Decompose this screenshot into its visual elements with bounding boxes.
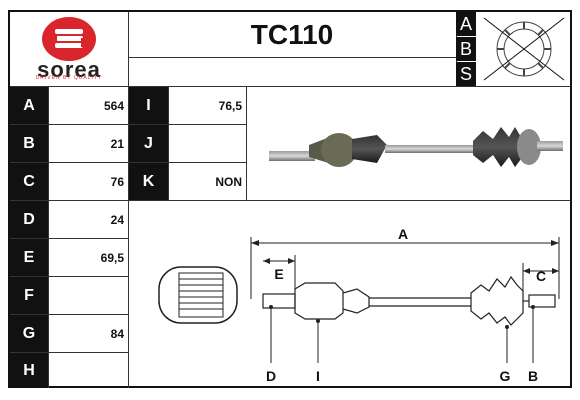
dim-label-c: C (536, 268, 546, 284)
spec-value-i: 76,5 (218, 98, 242, 113)
divider (128, 162, 246, 163)
spec-label-a: A (10, 87, 48, 124)
spec-value-j (169, 125, 246, 162)
divider (10, 314, 128, 315)
dim-label-d: D (266, 368, 276, 384)
divider (10, 276, 128, 277)
spec-value-h (49, 353, 128, 388)
dimension-diagram: A E C D I G B (129, 201, 570, 388)
spec-value-a: 564 (103, 98, 124, 113)
dim-label-a: A (398, 226, 408, 242)
divider (128, 124, 246, 125)
spec-value-b: 21 (110, 136, 124, 151)
spline-end-view-icon (158, 266, 238, 324)
spec-value-k: NON (215, 174, 242, 189)
divider (246, 86, 247, 200)
divider (48, 86, 49, 388)
abs-letter-a: A (456, 12, 476, 36)
dim-label-e: E (274, 266, 283, 282)
spec-value-d: 24 (110, 212, 124, 227)
spec-label-e: E (10, 239, 48, 276)
spec-label-f: F (10, 277, 48, 314)
spec-label-g: G (10, 315, 48, 352)
spec-sheet: sorea DRIVEN BY QUALITY TC110 A B S A (8, 10, 572, 388)
spec-label-b: B (10, 125, 48, 162)
spec-label-j: J (129, 125, 168, 162)
spec-label-h: H (10, 353, 48, 388)
spec-value-c: 76 (110, 174, 124, 189)
divider (168, 86, 169, 200)
spec-value-e: 69,5 (100, 250, 124, 265)
brand-tagline: DRIVEN BY QUALITY (35, 75, 103, 81)
drive-shaft-photo (247, 87, 570, 200)
brand-logo (10, 12, 128, 86)
spec-label-c: C (10, 163, 48, 200)
abs-letter-s: S (456, 62, 476, 86)
divider (10, 352, 128, 353)
divider (10, 200, 128, 201)
abs-ring-crossed-icon (478, 14, 570, 84)
dim-label-b: B (528, 368, 538, 384)
dim-label-i: I (316, 368, 320, 384)
part-number-title: TC110 (250, 18, 334, 50)
divider (10, 238, 128, 239)
spec-value-f (49, 277, 128, 314)
divider (128, 57, 456, 58)
spec-value-g: 84 (110, 326, 124, 341)
dim-label-g: G (500, 368, 511, 384)
divider (128, 200, 570, 201)
divider (10, 86, 570, 87)
abs-letter-b: B (456, 37, 476, 61)
divider (10, 124, 128, 125)
spec-label-i: I (129, 87, 168, 124)
spec-label-d: D (10, 201, 48, 238)
brand-name: sorea (37, 57, 101, 82)
spec-label-k: K (129, 163, 168, 200)
divider (10, 162, 128, 163)
sorea-logo-icon (42, 17, 96, 61)
